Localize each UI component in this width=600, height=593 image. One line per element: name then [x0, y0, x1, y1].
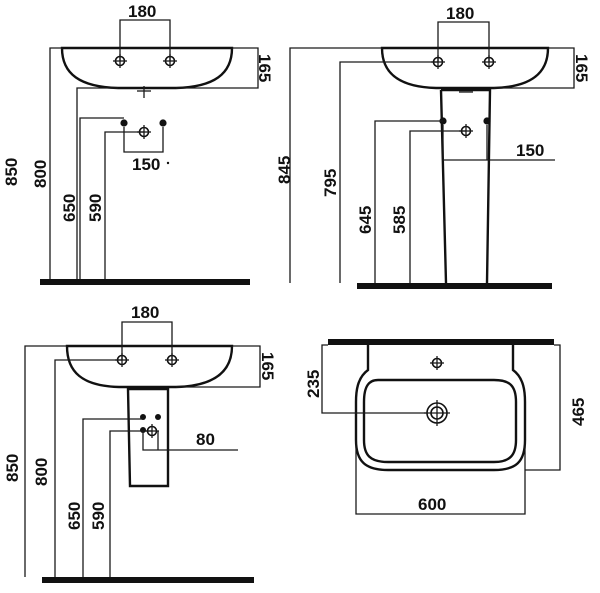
- dim-label-height-waste: 585: [390, 206, 409, 234]
- dim-label-height-total: 850: [3, 454, 22, 482]
- dim-label-height-rim: 800: [32, 458, 51, 486]
- dim-label-height-supply: 645: [356, 206, 375, 234]
- basin-profile: [60, 46, 234, 90]
- dim-label-width-holes: 180: [128, 2, 156, 21]
- supply-point-icon: [120, 119, 128, 127]
- dim-label-height-total: 850: [2, 158, 21, 186]
- dim-label-width-holes: 180: [446, 4, 474, 23]
- dim-label-basin-depth: 165: [572, 54, 591, 82]
- wall-line: [328, 339, 554, 345]
- dim-label-basin-depth: 165: [255, 54, 274, 82]
- floor-line: [42, 577, 254, 583]
- dim-label-supply-spacing: 150: [132, 155, 160, 174]
- dim-label-supply-spacing: 80: [196, 430, 215, 449]
- basin-profile: [380, 46, 550, 90]
- dim-label-tap-hole-offset: 235: [304, 370, 323, 398]
- dim-label-width-holes: 180: [131, 303, 159, 322]
- dim-label-height-waste: 590: [89, 502, 108, 530]
- dim-label-height-supply: 650: [65, 502, 84, 530]
- pedestal: [439, 88, 492, 284]
- dim-label-height-rim: 800: [31, 160, 50, 188]
- dim-label-supply-spacing: 150: [516, 141, 544, 160]
- drain-icon: [424, 400, 450, 426]
- dim-label-height-rim: 795: [321, 169, 340, 197]
- basin-profile: [65, 344, 234, 389]
- dim-label-height-waste: 590: [86, 194, 105, 222]
- basin-outline: [354, 345, 527, 472]
- supply-point-icon: [483, 117, 491, 125]
- dim-label-height-total: 845: [275, 156, 294, 184]
- basin-bowl: [362, 378, 518, 464]
- semi-pedestal: [126, 387, 170, 488]
- dim-label-width: 600: [418, 495, 446, 514]
- view-pedestal-basin: 180 165 845 795 645 585 150: [275, 4, 591, 289]
- view-wall-hung-basin: 180 165 850 800 650 590 150: [2, 2, 274, 285]
- tap-hole-icon: [430, 356, 444, 370]
- supply-point-icon: [155, 414, 161, 420]
- dim-label-height-supply: 650: [60, 194, 79, 222]
- floor-line: [357, 283, 552, 289]
- dim-label-depth: 465: [569, 398, 588, 426]
- dim-label-basin-depth: 165: [258, 352, 277, 380]
- view-semi-pedestal-basin: 180 165 850 800 650 590 80: [3, 303, 277, 583]
- floor-line: [40, 279, 250, 285]
- view-plan: 235 465 600: [304, 339, 588, 515]
- supply-point-icon: [159, 119, 167, 127]
